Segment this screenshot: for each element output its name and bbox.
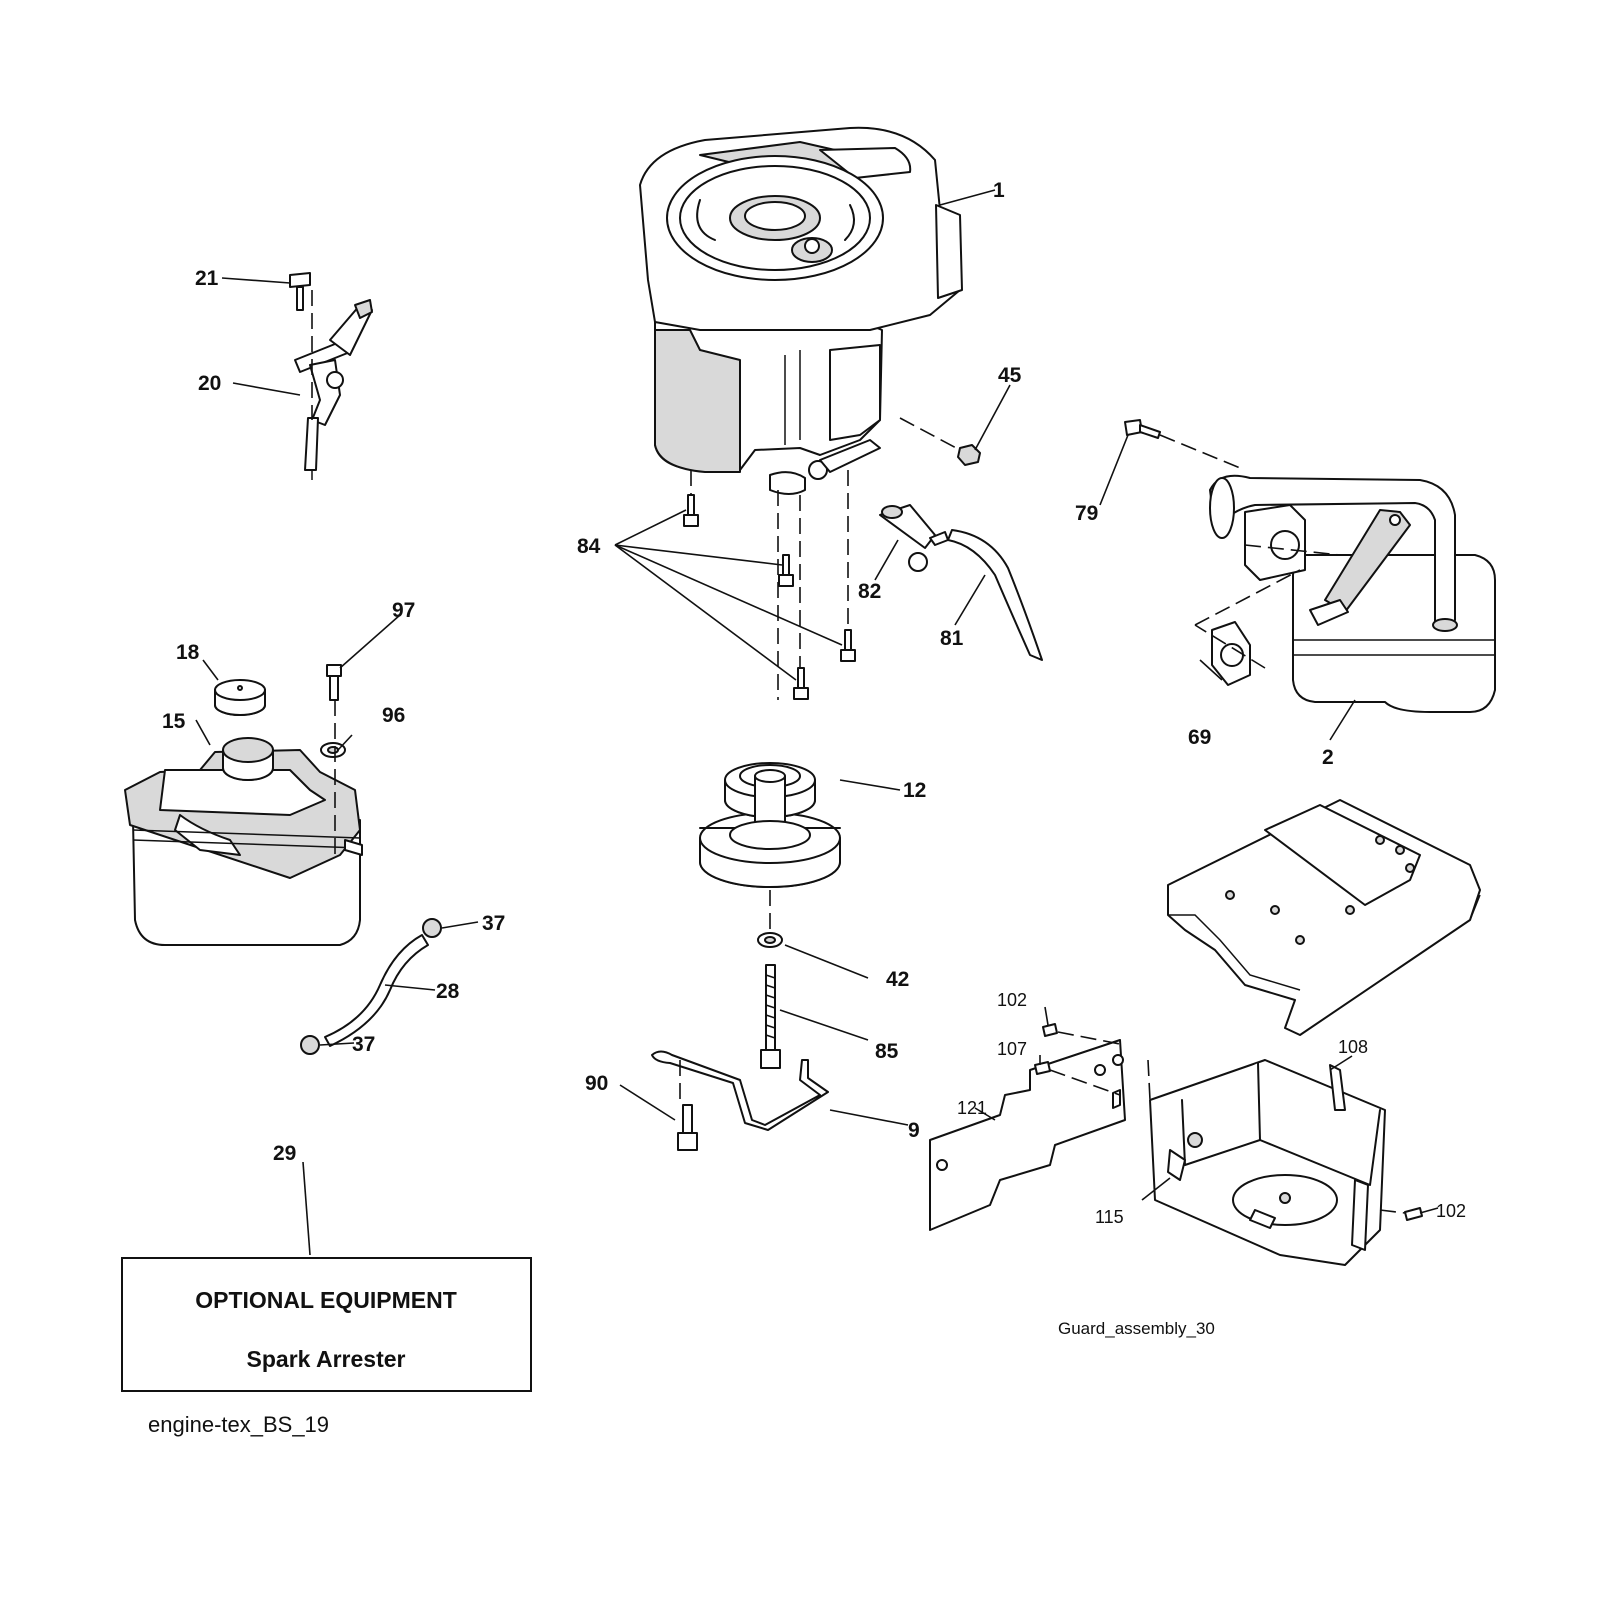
callout-21: 21 xyxy=(195,267,219,290)
callout-107: 107 xyxy=(997,1039,1027,1059)
callout-79: 79 xyxy=(1075,502,1098,525)
muffler-part-2 xyxy=(1209,474,1496,713)
pulley-part-12 xyxy=(699,762,841,888)
callout-97: 97 xyxy=(392,599,415,622)
clamp-part-37-lower xyxy=(300,1035,320,1055)
bolt-part-85 xyxy=(760,964,781,1069)
callout-81: 81 xyxy=(940,627,964,650)
callout-20: 20 xyxy=(198,372,221,395)
screw-part-107 xyxy=(1034,1061,1051,1075)
callout-labels: 1 2 9 12 15 18 20 21 28 29 37 37 42 45 6… xyxy=(162,179,1466,1227)
optional-equipment-heading: OPTIONAL EQUIPMENT xyxy=(195,1287,457,1313)
plate-part-121 xyxy=(929,1039,1126,1231)
fuel-filter-part-82 xyxy=(879,504,949,572)
callout-85: 85 xyxy=(875,1040,899,1063)
bolts-part-84 xyxy=(683,494,856,700)
callout-42: 42 xyxy=(886,968,909,991)
callout-18: 18 xyxy=(176,641,200,664)
bolt-part-97 xyxy=(326,664,342,701)
spark-arrester-label: Spark Arrester xyxy=(247,1346,406,1372)
callout-9: 9 xyxy=(908,1119,920,1142)
callout-15: 15 xyxy=(162,710,186,733)
callout-1: 1 xyxy=(993,179,1005,202)
engine-part-1 xyxy=(639,126,963,495)
guard-caption: Guard_assembly_30 xyxy=(1058,1319,1215,1338)
callout-102-upper: 102 xyxy=(997,990,1027,1010)
screw-part-102-upper xyxy=(1042,1023,1058,1037)
throttle-control-part-20 xyxy=(294,299,373,480)
leader-lines xyxy=(195,189,1439,1256)
optional-equipment-box: OPTIONAL EQUIPMENT Spark Arrester xyxy=(121,1257,532,1392)
callout-121: 121 xyxy=(957,1098,987,1118)
fuel-tank-part-15 xyxy=(124,737,363,946)
callout-28: 28 xyxy=(436,980,460,1003)
callout-45: 45 xyxy=(998,364,1022,387)
callout-82: 82 xyxy=(858,580,881,603)
washer-part-96 xyxy=(320,742,346,758)
bolt-part-90 xyxy=(677,1104,698,1151)
callout-84: 84 xyxy=(577,535,601,558)
screw-part-102-lower xyxy=(1404,1207,1423,1221)
callout-108: 108 xyxy=(1338,1037,1368,1057)
callout-37-upper: 37 xyxy=(482,912,505,935)
engine-mount-plate xyxy=(1167,799,1481,1036)
gasket-part-69 xyxy=(1211,621,1251,686)
fuel-hose-part-81 xyxy=(947,529,1043,661)
fuel-cap-part-18 xyxy=(214,679,266,716)
callout-90: 90 xyxy=(585,1072,608,1095)
assembly-lines xyxy=(311,290,1406,1214)
callout-96: 96 xyxy=(382,704,405,727)
engine-caption: engine-tex_BS_19 xyxy=(148,1412,329,1437)
screw-part-21 xyxy=(289,272,311,311)
callout-29: 29 xyxy=(273,1142,296,1165)
callout-115: 115 xyxy=(1095,1207,1124,1227)
nut-part-45 xyxy=(957,444,981,466)
fuel-line-part-28 xyxy=(324,934,429,1047)
guard-part-108 xyxy=(1149,1059,1386,1266)
clamp-part-37-upper xyxy=(422,918,442,938)
callout-12: 12 xyxy=(903,779,926,802)
bracket-part-9 xyxy=(651,1050,829,1131)
callout-2: 2 xyxy=(1322,746,1334,769)
washer-part-42 xyxy=(757,932,783,948)
callout-69: 69 xyxy=(1188,726,1211,749)
bolt-part-79 xyxy=(1124,419,1161,439)
callout-102-lower: 102 xyxy=(1436,1201,1466,1221)
callout-37-lower: 37 xyxy=(352,1033,375,1056)
